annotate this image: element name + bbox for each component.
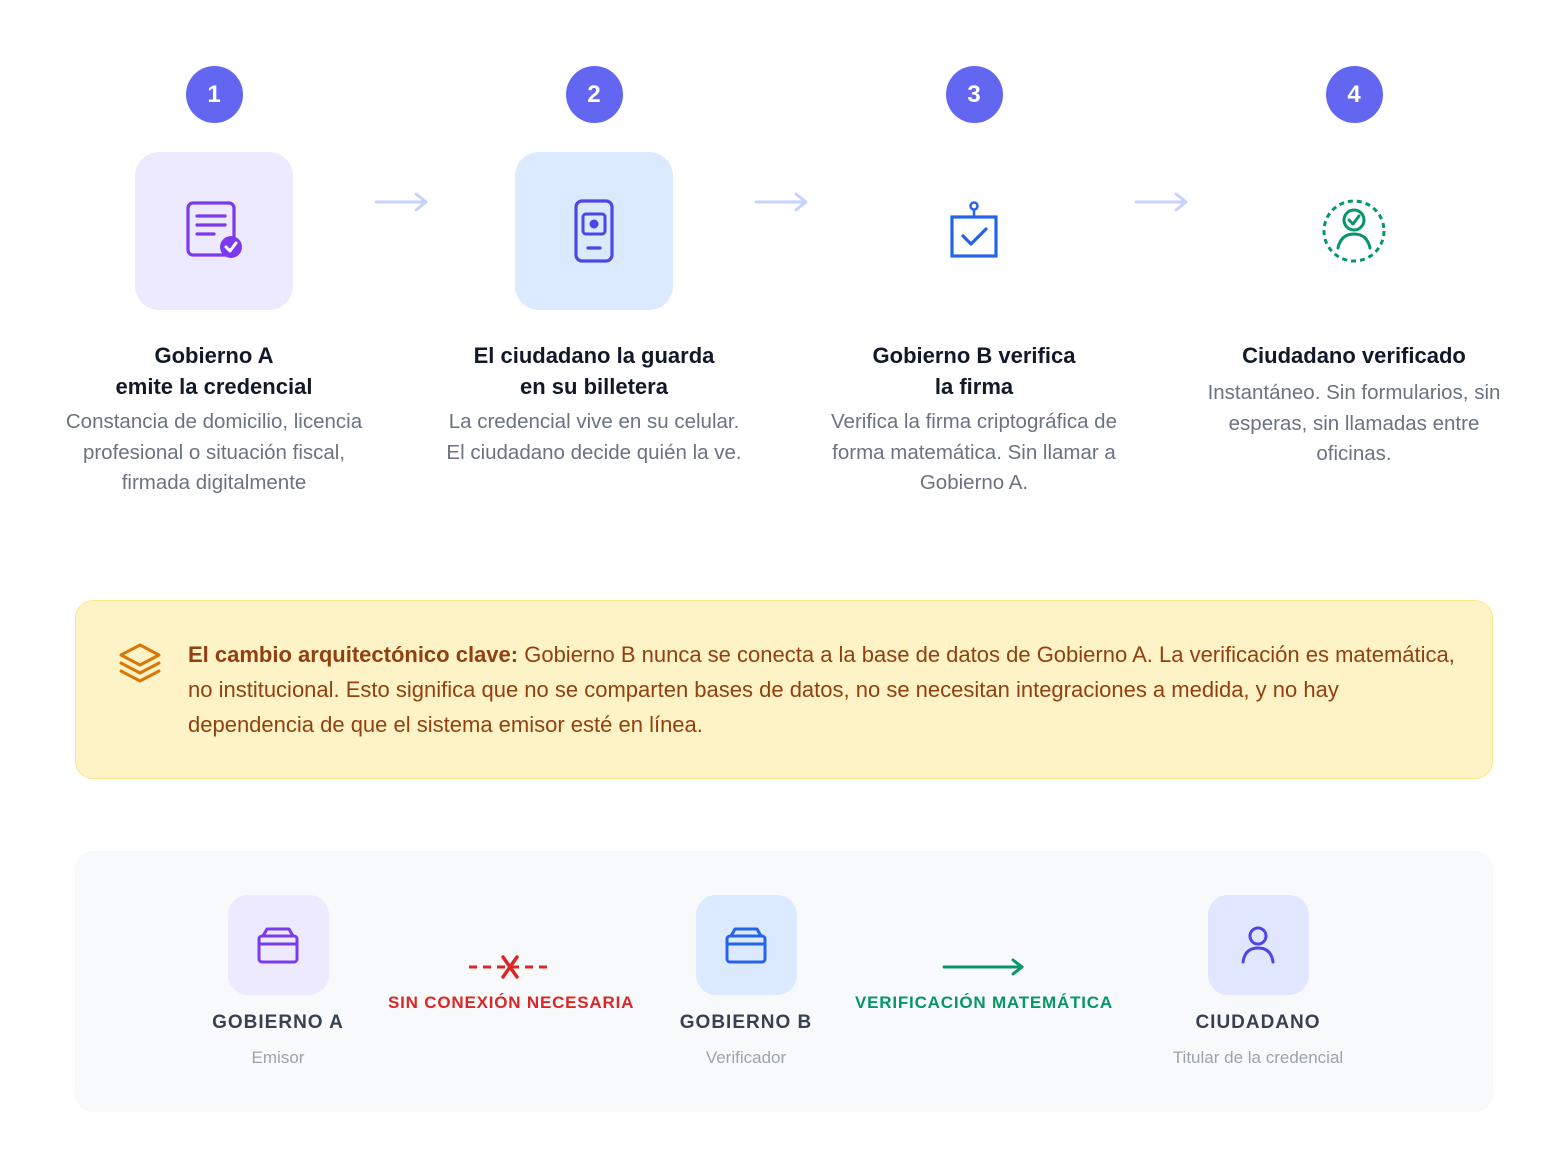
link-label: VERIFICACIÓN MATEMÁTICA — [855, 993, 1113, 1012]
layers-icon — [119, 643, 161, 683]
step-icon-tile — [1275, 152, 1433, 310]
node-name: CIUDADANO — [1195, 1012, 1321, 1033]
callout-body: Gobierno B nunca se conecta a la base de… — [188, 642, 1455, 737]
step-number: 2 — [565, 66, 623, 123]
node-gobierno-a: GOBIERNO A Emisor — [148, 895, 408, 1068]
node-role: Verificador — [705, 1048, 787, 1067]
link-math-verification: VERIFICACIÓN MATEMÁTICA — [855, 951, 1113, 1013]
step-description: Instantáneo. Sin formularios, sin espera… — [1207, 381, 1501, 465]
node-role: Emisor — [251, 1048, 305, 1067]
step-icon-tile — [515, 152, 673, 310]
verified-user-icon — [1322, 199, 1386, 263]
step-title: Gobierno A emite la credencial — [115, 343, 313, 399]
key-change-callout: El cambio arquitectónico clave: Gobierno… — [75, 600, 1493, 779]
step-title: Gobierno B verifica la firma — [872, 343, 1076, 399]
step-number: 1 — [185, 66, 243, 123]
step-1: 1 Gobierno A emite la credencial Constan… — [64, 66, 364, 499]
node-name: GOBIERNO B — [679, 1012, 813, 1033]
node-role: Titular de la credencial — [1172, 1048, 1344, 1067]
arrow-right-icon — [754, 192, 808, 212]
step-2: 2 El ciudadano la guarda en su billetera… — [444, 66, 744, 468]
step-description: Verifica la firma criptográfica de forma… — [831, 410, 1117, 494]
step-icon-tile — [135, 152, 293, 310]
step-title: El ciudadano la guarda en su billetera — [473, 343, 715, 399]
step-description: La credencial vive en su celular. El ciu… — [446, 410, 742, 464]
step-number: 3 — [945, 66, 1003, 123]
step-icon-tile — [895, 152, 1053, 310]
checkbox-antenna-icon — [950, 201, 998, 258]
callout-lead: El cambio arquitectónico clave: — [188, 642, 519, 667]
step-3: 3 Gobierno B verifica la firma Verifica … — [824, 66, 1124, 499]
arrow-right-icon — [374, 192, 428, 212]
node-ciudadano: CIUDADANO Titular de la credencial — [1128, 895, 1388, 1068]
arrow-right-icon — [1134, 192, 1188, 212]
broken-connection-icon — [469, 955, 554, 979]
callout-text: El cambio arquitectónico clave: Gobierno… — [188, 637, 1458, 742]
node-icon-tile — [227, 895, 329, 995]
node-icon-tile — [1207, 895, 1309, 995]
node-gobierno-b: GOBIERNO B Verificador — [616, 895, 876, 1068]
arrow-right-icon — [942, 958, 1024, 976]
architecture-panel: GOBIERNO A Emisor SIN CONEXIÓN NECESARIA… — [75, 851, 1493, 1112]
building-icon — [257, 927, 299, 964]
step-number: 4 — [1325, 66, 1383, 123]
building-icon — [725, 927, 767, 964]
certificate-check-icon — [186, 201, 242, 258]
step-description: Constancia de domicilio, licencia profes… — [65, 410, 363, 494]
step-4: 4 Ciudadano verificado Instantáneo. Sin … — [1204, 66, 1504, 470]
step-title: Ciudadano verificado — [1242, 343, 1466, 368]
node-name: GOBIERNO A — [212, 1012, 344, 1033]
link-no-connection: SIN CONEXIÓN NECESARIA — [388, 951, 634, 1013]
phone-wallet-icon — [574, 199, 614, 263]
link-label: SIN CONEXIÓN NECESARIA — [388, 993, 635, 1012]
node-icon-tile — [695, 895, 797, 995]
user-icon — [1241, 926, 1275, 964]
